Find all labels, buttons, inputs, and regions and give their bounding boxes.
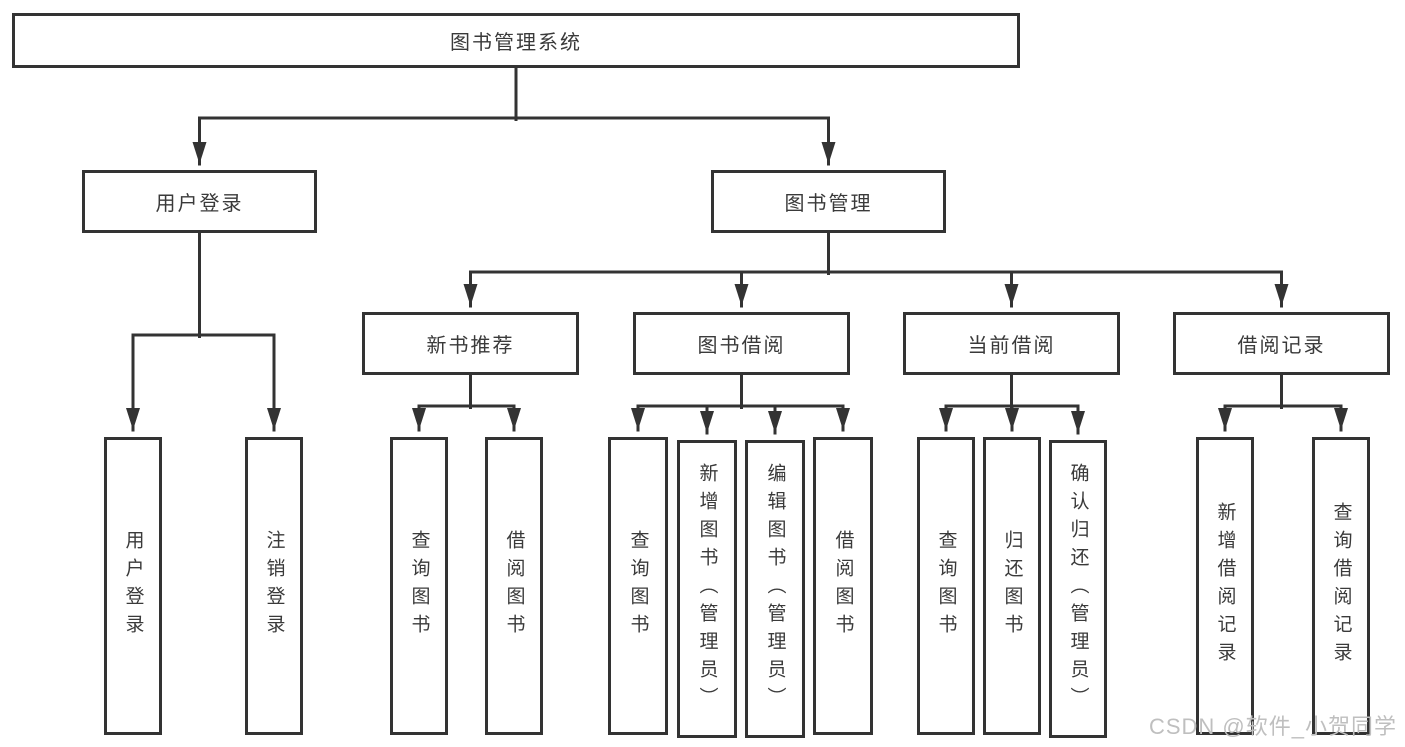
leaf-add-books-admin: 新增图书（管理员） [677, 440, 737, 738]
leaf-current-query-books: 查询图书 [917, 437, 975, 735]
leaf-recommend-query-books: 查询图书 [390, 437, 448, 735]
node-current-borrowing-label: 当前借阅 [967, 335, 1056, 357]
leaf-borrowing-borrow-books: 借阅图书 [813, 437, 873, 735]
leaf-confirm-return-admin-label: 确认归还（管理员） [1067, 463, 1089, 715]
node-current-borrowing: 当前借阅 [903, 312, 1120, 375]
leaf-borrowing-query-books: 查询图书 [608, 437, 668, 735]
leaf-return-books: 归还图书 [983, 437, 1041, 735]
leaf-edit-books-admin: 编辑图书（管理员） [745, 440, 805, 738]
leaf-recommend-borrow-books-label: 借阅图书 [503, 530, 525, 642]
leaf-recommend-borrow-books: 借阅图书 [485, 437, 543, 735]
csdn-watermark: CSDN @软件_小贺同学 [1148, 714, 1397, 739]
leaf-user-login-label: 用户登录 [122, 530, 144, 642]
node-book-borrowing: 图书借阅 [633, 312, 850, 375]
leaf-logout: 注销登录 [245, 437, 303, 735]
node-new-book-recommendation-label: 新书推荐 [426, 335, 515, 357]
node-user-login: 用户登录 [82, 170, 317, 233]
leaf-borrowing-query-books-label: 查询图书 [627, 530, 649, 642]
node-book-management: 图书管理 [711, 170, 946, 233]
node-library-system: 图书管理系统 [12, 13, 1020, 68]
node-borrowing-records-label: 借阅记录 [1237, 335, 1326, 357]
leaf-return-books-label: 归还图书 [1001, 530, 1023, 642]
leaf-query-borrow-record-label: 查询借阅记录 [1330, 502, 1352, 670]
leaf-confirm-return-admin: 确认归还（管理员） [1049, 440, 1107, 738]
leaf-borrowing-borrow-books-label: 借阅图书 [832, 530, 854, 642]
leaf-edit-books-admin-label: 编辑图书（管理员） [764, 463, 786, 715]
node-book-borrowing-label: 图书借阅 [697, 335, 786, 357]
leaf-current-query-books-label: 查询图书 [935, 530, 957, 642]
leaf-add-borrow-record: 新增借阅记录 [1196, 437, 1254, 735]
leaf-recommend-query-books-label: 查询图书 [408, 530, 430, 642]
node-borrowing-records: 借阅记录 [1173, 312, 1390, 375]
leaf-add-books-admin-label: 新增图书（管理员） [696, 463, 718, 715]
node-new-book-recommendation: 新书推荐 [362, 312, 579, 375]
leaf-add-borrow-record-label: 新增借阅记录 [1214, 502, 1236, 670]
leaf-query-borrow-record: 查询借阅记录 [1312, 437, 1370, 735]
node-library-system-label: 图书管理系统 [450, 32, 582, 54]
leaf-logout-label: 注销登录 [263, 530, 285, 642]
leaf-user-login: 用户登录 [104, 437, 162, 735]
node-book-management-label: 图书管理 [784, 193, 873, 215]
node-user-login-label: 用户登录 [155, 193, 244, 215]
